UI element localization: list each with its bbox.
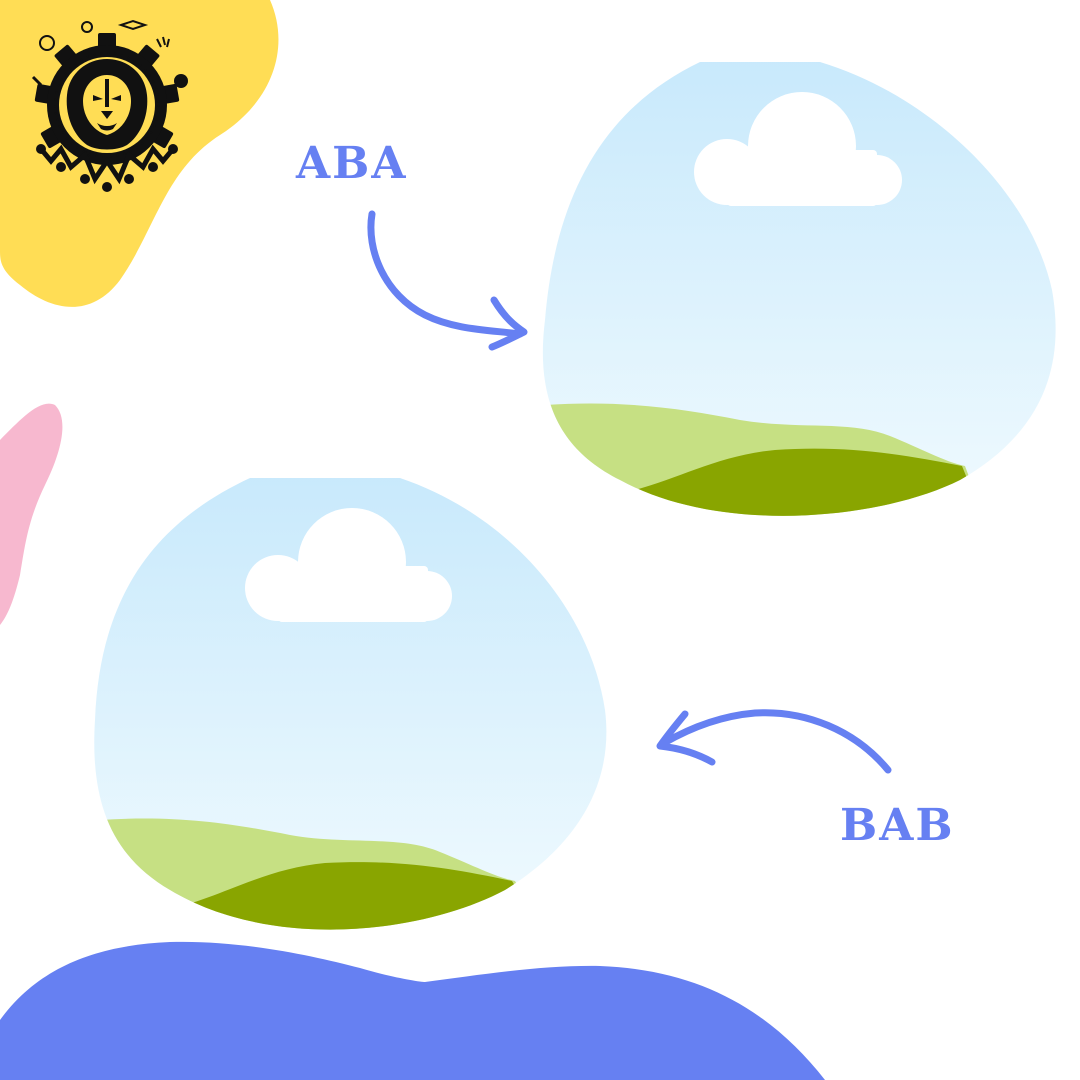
label-bab: BAB [840,800,955,851]
label-aba: ABA [296,138,408,189]
curved-arrow-right-icon [367,210,528,351]
lion-gear-logo-icon [31,19,188,192]
cloud-icon [694,92,902,206]
curved-arrow-left-icon [656,709,892,774]
landscape-image-bottom [94,478,607,930]
pink-blob [0,403,63,625]
cloud-icon [245,508,452,622]
landscape-image-top [542,62,1056,516]
blue-blob [0,941,825,1080]
